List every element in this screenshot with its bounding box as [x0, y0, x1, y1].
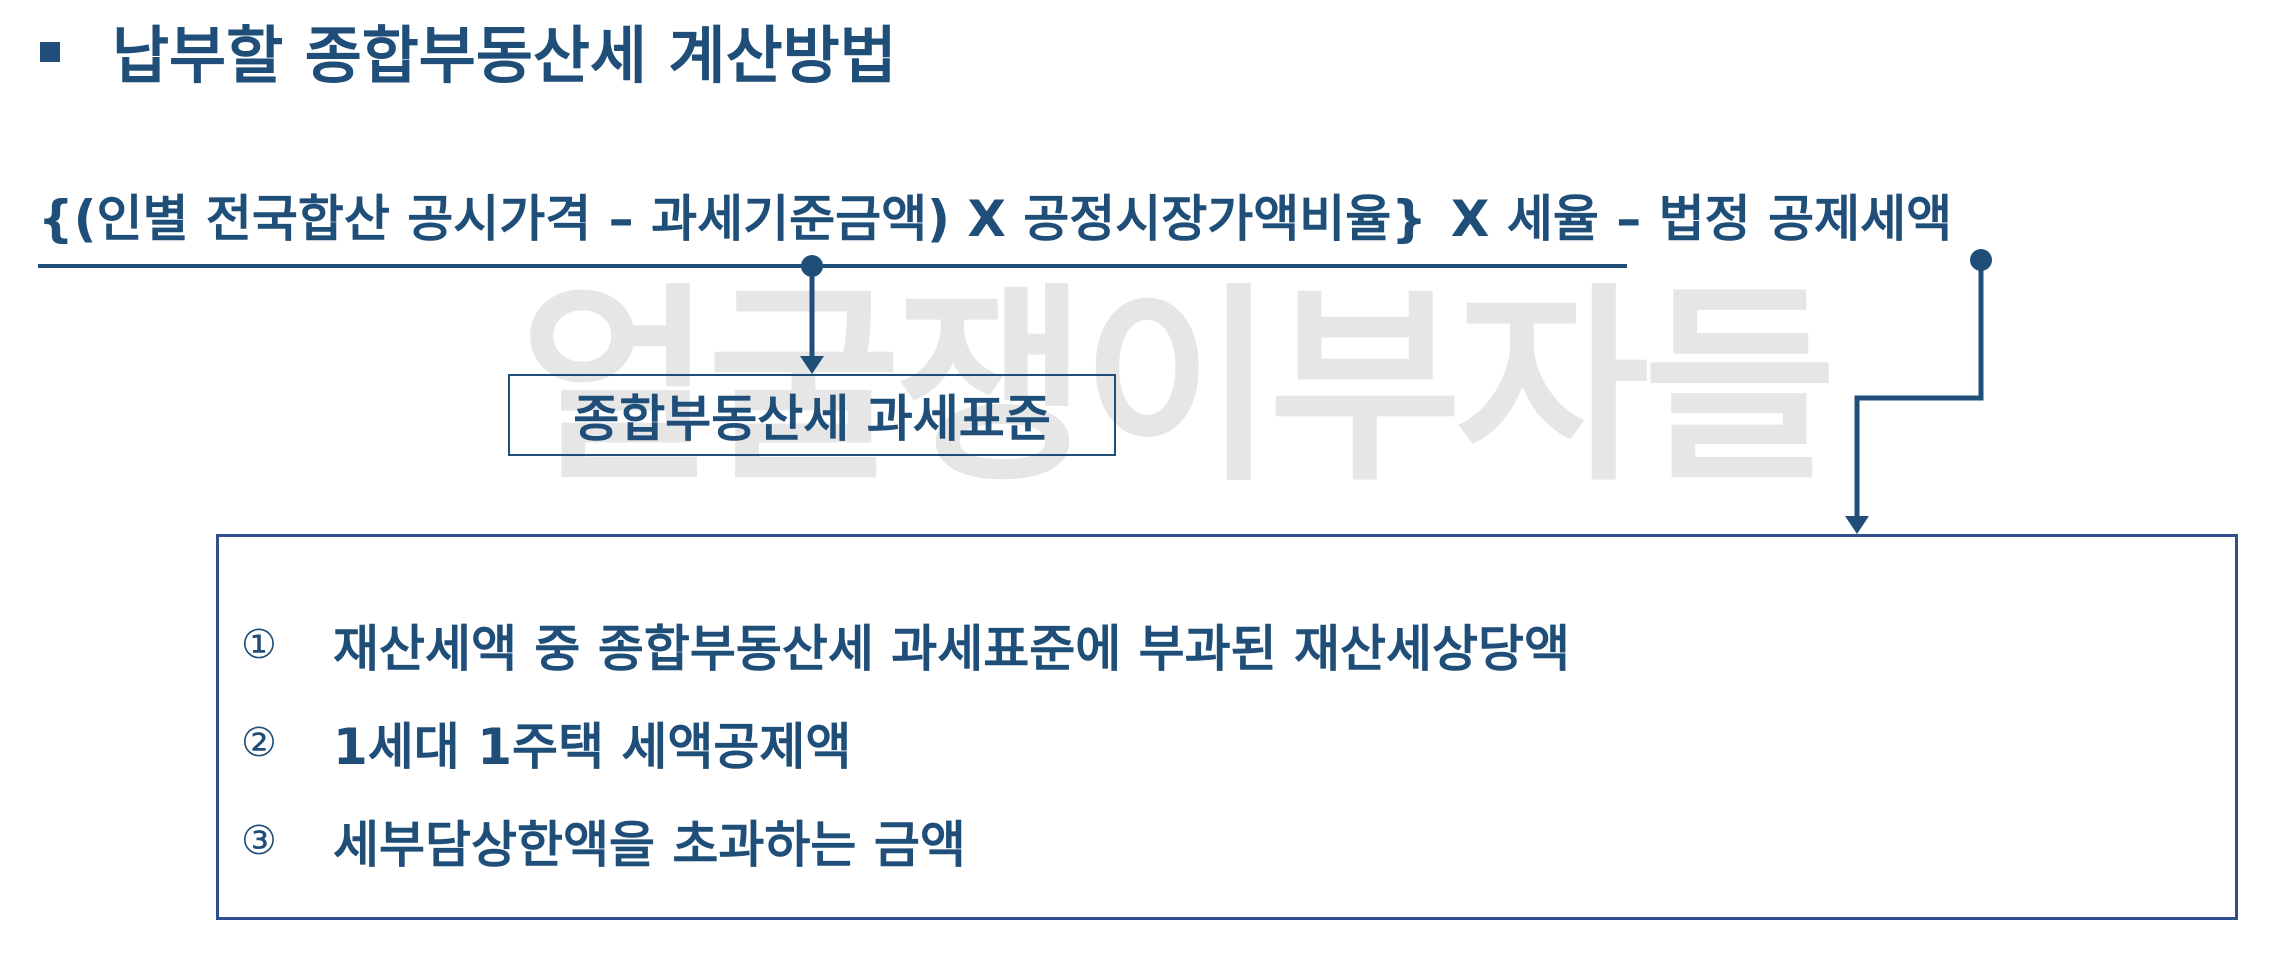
formula-rate-deduction-part: X 세율 – 법정 공제세액 [1450, 190, 1953, 248]
deduction-text: 1세대 1주택 세액공제액 [333, 718, 852, 776]
deduction-connector-line [1854, 260, 1984, 518]
deduction-marker: ② [241, 720, 277, 766]
deduction-item: ① 재산세액 중 종합부동산세 과세표준에 부과된 재산세상당액 [241, 609, 1570, 681]
title-bullet [40, 42, 60, 62]
deduction-text: 세부담상한액을 초과하는 금액 [333, 816, 966, 874]
deduction-marker: ③ [241, 818, 277, 864]
formula-tax-base-part: {(인별 전국합산 공시가격 – 과세기준금액) X 공정시장가액비율} [38, 190, 1427, 248]
deduction-arrowhead [1845, 516, 1869, 534]
tax-base-arrowhead [800, 356, 824, 374]
deduction-item: ③ 세부담상한액을 초과하는 금액 [241, 805, 966, 877]
deduction-marker: ① [241, 622, 277, 668]
watermark-text: 얼굴쟁이부자들 [520, 265, 1836, 510]
page-title: 납부할 종합부동산세 계산방법 [112, 19, 897, 92]
tax-formula: {(인별 전국합산 공시가격 – 과세기준금액) X 공정시장가액비율} X 세율… [38, 188, 1952, 250]
deduction-list-box: ① 재산세액 중 종합부동산세 과세표준에 부과된 재산세상당액 ② 1세대 1… [216, 534, 2238, 920]
tax-base-box: 종합부동산세 과세표준 [508, 374, 1116, 456]
deduction-item: ② 1세대 1주택 세액공제액 [241, 707, 851, 779]
deduction-text: 재산세액 중 종합부동산세 과세표준에 부과된 재산세상당액 [333, 620, 1571, 678]
